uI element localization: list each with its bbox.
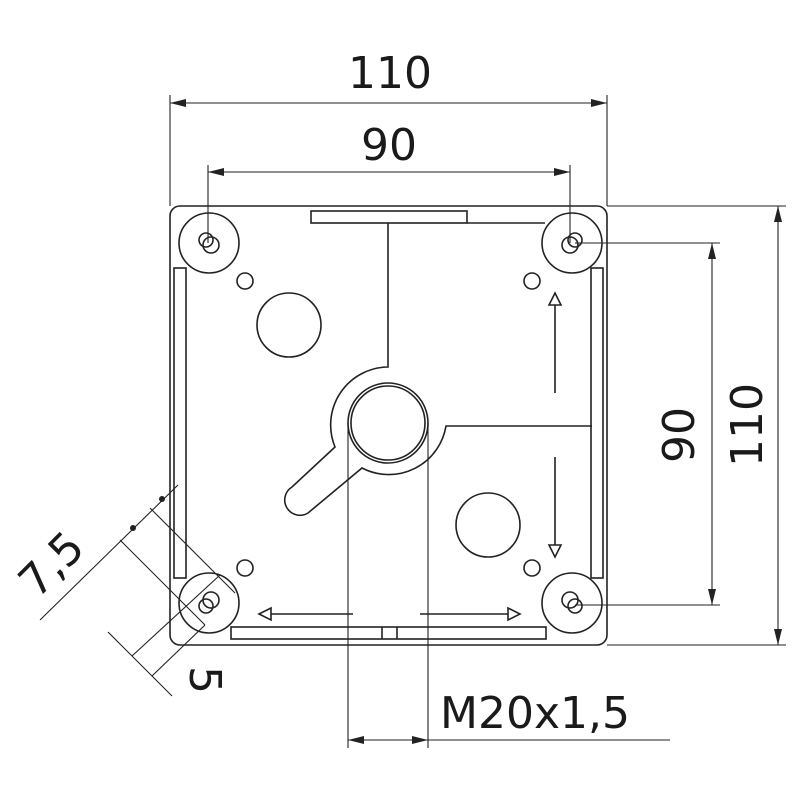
dimension-hole-height: 90 <box>575 242 720 606</box>
boss-bottom-left <box>178 572 240 634</box>
dim-label-110-height: 110 <box>722 383 773 467</box>
dim-label-5: 5 <box>179 666 230 694</box>
thread-inner <box>350 385 426 461</box>
dim-label-7-5: 7,5 <box>9 522 95 608</box>
dim-label-90-width: 90 <box>361 120 417 171</box>
dim-label-90-height: 90 <box>654 407 705 463</box>
enclosure-body <box>169 205 608 646</box>
dim-label-thread: M20x1,5 <box>440 688 630 739</box>
holes <box>236 272 541 577</box>
boss-bottom-right <box>541 572 603 634</box>
dimension-outer-width: 110 <box>169 48 608 206</box>
dim-label-110-width: 110 <box>348 48 432 99</box>
thread-outer <box>347 382 429 464</box>
dimension-outer-height: 110 <box>607 205 786 646</box>
dimension-hole-width: 90 <box>207 120 571 243</box>
dimension-boss-offset: 7,5 5 <box>9 484 236 697</box>
dimension-thread: M20x1,5 <box>347 423 670 748</box>
boss-top-left <box>178 212 240 274</box>
direction-arrows <box>257 291 563 622</box>
